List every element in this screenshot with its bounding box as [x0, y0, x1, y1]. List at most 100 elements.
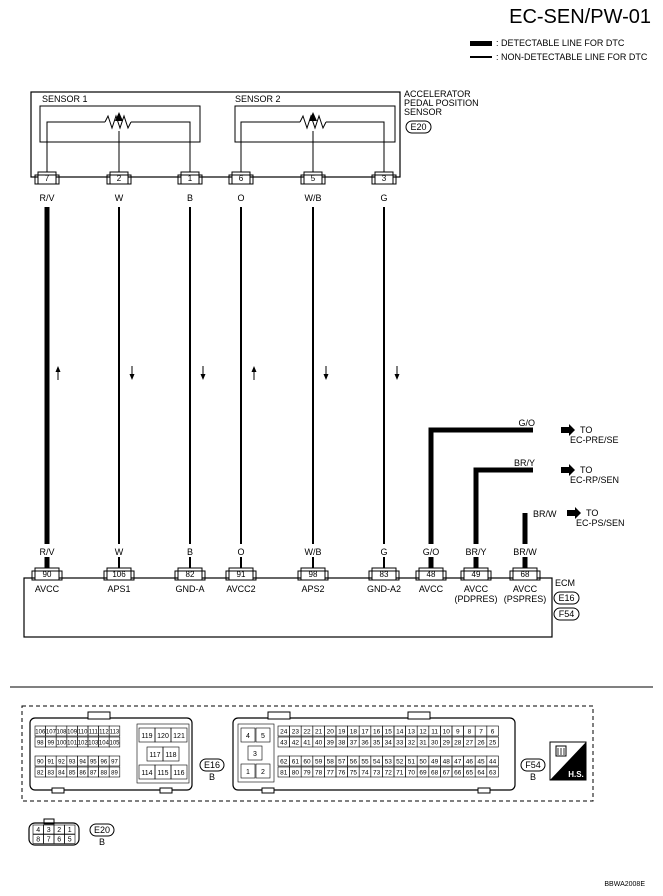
sensor2-box: [234, 105, 396, 143]
e16-cavity: [108, 736, 121, 748]
f54-pin-number: 8: [468, 729, 472, 736]
e16-pin-number: 97: [111, 760, 118, 766]
f54-cavity: [255, 763, 271, 779]
f54-color: B: [530, 772, 536, 782]
f54-pin-number: 43: [280, 740, 288, 747]
e16-pin-number: 105: [109, 741, 120, 747]
side-wire-color: G/O: [518, 418, 535, 428]
f54-pin-number: 38: [338, 740, 346, 747]
f54-pin-number: 20: [327, 729, 335, 736]
sensor-pin-3-housing: [371, 174, 397, 185]
f54-pin-number: 26: [477, 740, 485, 747]
e16-cavity: [162, 746, 180, 762]
down-arrow-icon: [200, 374, 206, 380]
ecm-terminal-label: AVCC: [464, 584, 489, 594]
sensor2-resistor: [299, 114, 327, 130]
f54-pin-number: 75: [350, 770, 358, 777]
f54-pin-number: 47: [454, 759, 462, 766]
f54-pin-number: 4: [246, 733, 250, 740]
e20-pin-number: 6: [57, 837, 61, 844]
down-arrow-icon: [323, 374, 329, 380]
f54-cavity: [240, 763, 256, 779]
f54-pin-number: 69: [419, 770, 427, 777]
side-wire-line: [428, 427, 533, 544]
wires-layer: 7R/VR/V90AVCC2WW106APS11BB82GND-A6OO91AV…: [31, 171, 401, 594]
e16-pin-number: 108: [56, 730, 67, 736]
f54-pin-number: 61: [292, 759, 300, 766]
e16-pin-number: 82: [37, 771, 44, 777]
e16-pin-number: 102: [78, 741, 89, 747]
ecm-conn2-badge: [553, 607, 580, 621]
ecm-pin-83-housing: [368, 570, 400, 581]
wire-bottom-color: R/V: [39, 547, 54, 557]
sensor2-label: SENSOR 2: [235, 94, 281, 104]
f54-pin-number: 58: [327, 759, 335, 766]
side-wire-to: TO: [580, 465, 592, 475]
legend-non-detectable-text: : NON-DETECTABLE LINE FOR DTC: [496, 52, 648, 62]
e16-cavity: [108, 755, 121, 767]
sensor-pin-5-housing: [300, 174, 326, 185]
wire-bottom-color: G: [380, 547, 387, 557]
e20-cavity: [64, 824, 76, 835]
e20-housing: [28, 822, 80, 846]
e16-pin-number: 112: [99, 730, 109, 736]
f54-pin-number: 66: [454, 770, 462, 777]
e16-pin-number: 99: [48, 741, 55, 747]
f54-pin-number: 25: [489, 740, 497, 747]
f54-pin-number: 17: [361, 729, 369, 736]
sensor-pin-6-label: 6: [239, 174, 244, 183]
ecm-pin-98-housing: [297, 570, 329, 581]
f54-pin-number: 21: [315, 729, 323, 736]
f54-pin-number: 16: [373, 729, 381, 736]
ecm-pin-49-label: 49: [472, 570, 481, 579]
f54-latch: [267, 711, 291, 720]
f54-foot: [261, 787, 275, 794]
e16-pin-number: 110: [78, 730, 88, 736]
e16-pin-number: 117: [149, 752, 160, 759]
right-arrow-icon: [567, 507, 581, 519]
sensor-name-2: PEDAL POSITION: [404, 98, 479, 108]
f54-cavity: [486, 755, 499, 767]
up-arrow-icon: [251, 366, 257, 372]
f54-pin-number: 24: [280, 729, 288, 736]
e16-pin-number: 119: [141, 733, 152, 740]
f54-pin-number: 31: [419, 740, 427, 747]
f54-pin-number: 18: [350, 729, 358, 736]
e16-pin-number: 113: [110, 730, 120, 736]
f54-pin-number: 52: [396, 759, 404, 766]
f54-pin-number: 9: [456, 729, 460, 736]
e16-cavity: [108, 725, 121, 737]
hs-icon-text: H.S.: [568, 770, 584, 779]
sensor-box: [30, 91, 401, 178]
e16-pin-number: 85: [69, 771, 76, 777]
e16-pin-number: 101: [67, 741, 78, 747]
legend-non-detectable: : NON-DETECTABLE LINE FOR DTC: [470, 52, 647, 62]
e16-pin-number: 94: [79, 760, 86, 766]
e16-pin-number: 95: [90, 760, 97, 766]
e16-pin-number: 121: [173, 733, 185, 740]
f54-pin-number: 59: [315, 759, 323, 766]
e16-pin-number: 107: [46, 730, 57, 736]
f54-pin-number: 22: [303, 729, 311, 736]
f54-pin-number: 3: [253, 751, 257, 758]
side-wire-to: TO: [580, 425, 592, 435]
hs-icon: H.S.: [549, 741, 587, 781]
ecm-pin-68-label: 68: [521, 570, 530, 579]
ecm-terminal-label: AVCC: [419, 584, 444, 594]
sensor-pin-2-label: 2: [117, 174, 122, 183]
f54-pin-number: 54: [373, 759, 381, 766]
ecm-pin-49-housing: [460, 570, 492, 581]
side-wire-bottom-color: BR/W: [513, 547, 537, 557]
wire-bottom-color: W/B: [305, 547, 322, 557]
legend-detectable: : DETECTABLE LINE FOR DTC: [470, 38, 624, 48]
side-wire-dest: EC-PRE/SE: [570, 435, 619, 445]
ecm-pin-83-label: 83: [380, 570, 389, 579]
page-title: EC-SEN/PW-01: [509, 6, 651, 28]
e20-badge-text: E20: [94, 825, 110, 835]
f54-pin-number: 13: [408, 729, 416, 736]
wire-top-color: B: [187, 193, 193, 203]
e16-pin-number: 86: [79, 771, 86, 777]
